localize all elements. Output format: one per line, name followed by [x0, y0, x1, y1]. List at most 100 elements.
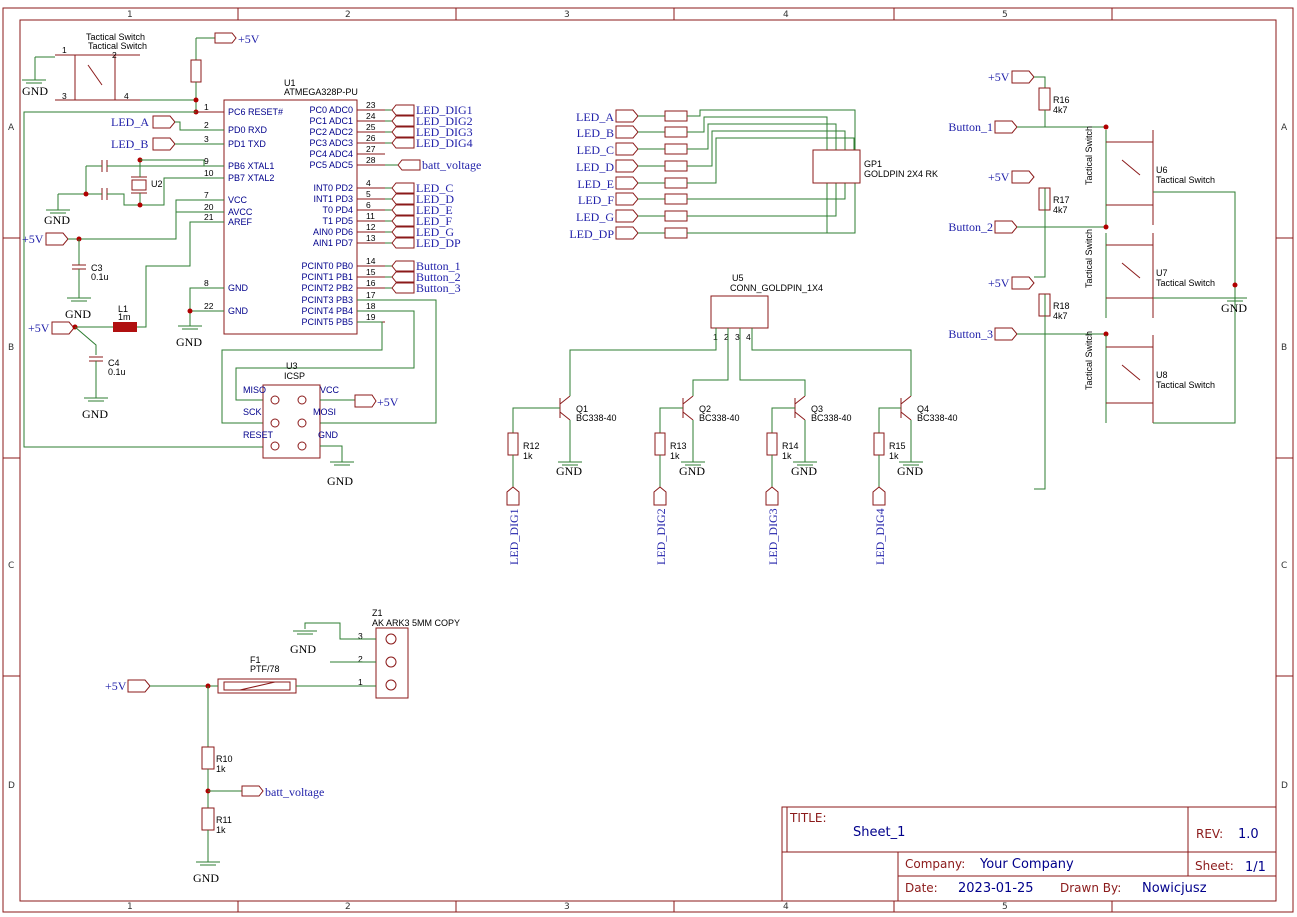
net-led-b-u1: LED_B [111, 137, 224, 151]
u1-pin-name: AIN0 PD6 [313, 227, 353, 237]
segment-net-label: LED_F [578, 193, 614, 207]
segment-wire [687, 183, 846, 200]
u1-net-flag [391, 193, 415, 205]
switch-ref: U6 [1156, 165, 1168, 175]
vcc-avcc-net: +5V C3 0.1u [22, 199, 224, 298]
gnd-c4-label: GND [82, 407, 108, 421]
u1-ref: U1 [284, 78, 296, 88]
segment-net-flag [615, 192, 639, 206]
vcc-label-avcc: +5V [22, 232, 44, 246]
drawn-by-value: Nowicjusz [1142, 881, 1207, 896]
company-key: Company: [905, 857, 965, 871]
row-label-left-c: C [8, 561, 14, 571]
pullup-value: 4k7 [1053, 105, 1068, 115]
u5-pin-4: 4 [746, 332, 751, 342]
u1-net-flag [391, 182, 415, 194]
f1-value: PTF/78 [250, 664, 280, 674]
u1-net-flag [397, 159, 421, 171]
f1-ref: F1 [250, 655, 261, 665]
u3-ref: U3 [286, 361, 298, 371]
resistor-ref: R15 [889, 441, 906, 451]
u1-pin-name: PCINT4 PB4 [301, 306, 353, 316]
u1-net-flag [391, 104, 415, 116]
drawn-by-key: Drawn By: [1060, 881, 1121, 895]
u1-pin-number: 16 [366, 278, 376, 288]
u1-pin-number: 21 [204, 212, 214, 222]
gnd-crystal-label: GND [44, 213, 70, 227]
row-label-left-a: A [8, 123, 15, 133]
collector-wire [739, 328, 806, 396]
gnd-c3-label: GND [65, 307, 91, 321]
transistor-value: BC338-40 [576, 413, 617, 423]
u1-pin-name: AIN1 PD7 [313, 238, 353, 248]
u1-net-flag [391, 226, 415, 238]
base-resistor [654, 432, 666, 456]
resistor-ref: R14 [782, 441, 799, 451]
u1-net-label: LED_D [416, 192, 454, 206]
resistor-value: 1k [523, 451, 533, 461]
col-label-bottom-1: 1 [127, 902, 133, 912]
gnd-label: GND [897, 464, 923, 478]
u1-pin-name: PD0 RXD [228, 125, 268, 135]
icsp-gnd: GND [318, 430, 339, 440]
z1-ref: Z1 [372, 608, 383, 618]
segment-wire [687, 183, 856, 234]
transistor-ref: Q4 [917, 404, 929, 414]
gnd-label: GND [791, 464, 817, 478]
gnd-u4: GND [22, 79, 48, 98]
u1-pin-number: 9 [204, 156, 209, 166]
segment-resistors: LED_ALED_BLED_CLED_DLED_ELED_FLED_GLED_D… [569, 109, 856, 241]
batt-label-divider: batt_voltage [265, 785, 324, 799]
digit-net-label: LED_DIG3 [766, 508, 780, 565]
u1-net-flag [391, 137, 415, 149]
gp1-ref: GP1 [864, 159, 882, 169]
switch-ref: U8 [1156, 370, 1168, 380]
title-key: TITLE: [789, 811, 827, 825]
base-resistor [507, 432, 519, 456]
u1-pin-name: PC6 RESET# [228, 107, 283, 117]
segment-net-flag [615, 142, 639, 156]
col-label-bottom-5: 5 [1002, 902, 1008, 912]
u2-ref: U2 [151, 179, 163, 189]
segment-net-label: LED_DP [569, 227, 614, 241]
c3-ref: C3 [91, 263, 103, 273]
c4-value: 0.1u [108, 367, 126, 377]
row-label-right-a: A [1281, 123, 1288, 133]
switch-side-label: Tactical Switch [1084, 331, 1094, 390]
z1-pin-3: 3 [358, 631, 363, 641]
switch-side-label: Tactical Switch [1084, 229, 1094, 288]
button-net-flag [994, 220, 1018, 234]
gnd-buttons-label: GND [1221, 301, 1247, 315]
col-label-top-4: 4 [783, 10, 789, 20]
u1-net-flag [391, 126, 415, 138]
u1-pin-number: 20 [204, 202, 214, 212]
base-wire [659, 407, 683, 433]
vcc-flag [1011, 170, 1035, 184]
u5-ref: U5 [732, 273, 744, 283]
u1-pin-number: 14 [366, 256, 376, 266]
pullup-resistor [1038, 87, 1051, 111]
vcc-flag [1011, 70, 1035, 84]
u1-net-label: LED_E [416, 203, 453, 217]
u1-net-flag [391, 215, 415, 227]
u5-pin-3: 3 [735, 332, 740, 342]
u1-pin-name: T1 PD5 [322, 216, 353, 226]
l1-aref-net: L1 1m +5V C4 0.1u [28, 221, 224, 398]
col-label-top-3: 3 [564, 10, 570, 20]
resistor-value: 1k [782, 451, 792, 461]
u1-pin-number: 8 [204, 278, 209, 288]
rev-key: REV: [1196, 827, 1223, 841]
u1-net-label: LED_C [416, 181, 453, 195]
u1-pin-name: GND [228, 283, 249, 293]
transistor-value: BC338-40 [699, 413, 740, 423]
collector-wire [692, 328, 729, 396]
u1-gnd-net: GND [176, 287, 224, 349]
u1-pin-number: 27 [366, 144, 376, 154]
u1-net-label: Button_1 [416, 259, 461, 273]
segment-net-flag [615, 226, 639, 240]
gnd-buttons: GND [1221, 297, 1247, 315]
transistor-value: BC338-40 [811, 413, 852, 423]
vcc-label-reset: +5V [238, 32, 260, 46]
u1-pin-name: PC5 ADC5 [309, 160, 353, 170]
